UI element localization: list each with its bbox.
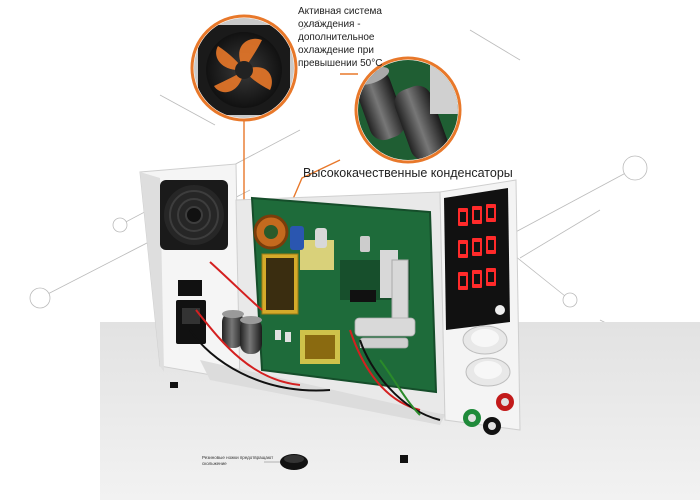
- feet-callout-text: Резиновые ножки предотвращают скольжение: [202, 455, 274, 466]
- pcb-board: [250, 196, 438, 394]
- fan-zoom-circle: [190, 14, 298, 122]
- front-panel: [439, 179, 521, 435]
- rear-panel: [139, 163, 241, 381]
- wires: [189, 261, 441, 421]
- front-capacitors: [222, 310, 262, 354]
- fan-callout-text: Активная система охлаждения - дополнител…: [298, 6, 383, 69]
- capacitor-zoom-circle: [354, 56, 462, 164]
- capacitor-callout-text: Высококачественные конденсаторы: [303, 166, 513, 180]
- ribbon-cable: [354, 317, 416, 349]
